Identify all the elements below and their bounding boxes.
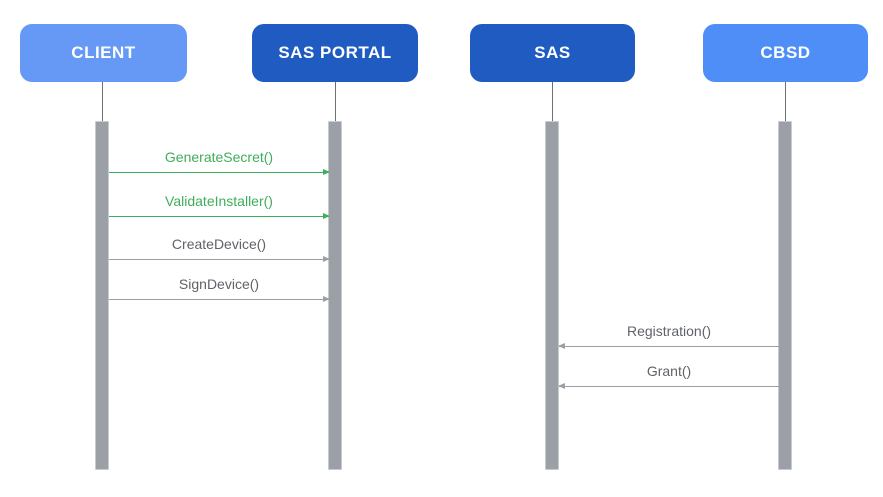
arrow-head-grant — [558, 382, 565, 389]
message-label-grant: Grant() — [646, 363, 692, 379]
message-line-grant — [559, 386, 779, 387]
message-label-registration: Registration() — [626, 323, 712, 339]
message-line-validate-installer — [109, 216, 329, 217]
activation-bar-client — [95, 121, 109, 470]
arrow-head-create-device — [323, 255, 330, 262]
message-label-generate-secret: GenerateSecret() — [164, 149, 274, 165]
arrow-head-generate-secret — [323, 168, 330, 175]
participant-label-client: CLIENT — [71, 43, 136, 62]
message-label-sign-device: SignDevice() — [178, 276, 260, 292]
message-line-create-device — [109, 259, 329, 260]
arrow-head-validate-installer — [323, 212, 330, 219]
participant-label-sas: SAS — [534, 43, 571, 62]
participant-label-sas-portal: SAS PORTAL — [278, 43, 392, 62]
lifeline-client — [102, 82, 103, 121]
lifeline-cbsd — [785, 82, 786, 121]
participant-box-client[interactable]: CLIENT — [20, 24, 187, 82]
activation-bar-cbsd — [778, 121, 792, 470]
lifeline-sas-portal — [335, 82, 336, 121]
message-label-validate-installer: ValidateInstaller() — [165, 193, 273, 209]
message-line-registration — [559, 346, 779, 347]
arrow-head-sign-device — [323, 295, 330, 302]
message-line-generate-secret — [109, 172, 329, 173]
participant-label-cbsd: CBSD — [760, 43, 811, 62]
lifeline-sas — [552, 82, 553, 121]
participant-box-sas[interactable]: SAS — [470, 24, 635, 82]
activation-bar-sas-portal — [328, 121, 342, 470]
participant-box-sas-portal[interactable]: SAS PORTAL — [252, 24, 418, 82]
message-label-create-device: CreateDevice() — [171, 236, 267, 252]
message-line-sign-device — [109, 299, 329, 300]
arrow-head-registration — [558, 342, 565, 349]
activation-bar-sas — [545, 121, 559, 470]
participant-box-cbsd[interactable]: CBSD — [703, 24, 868, 82]
